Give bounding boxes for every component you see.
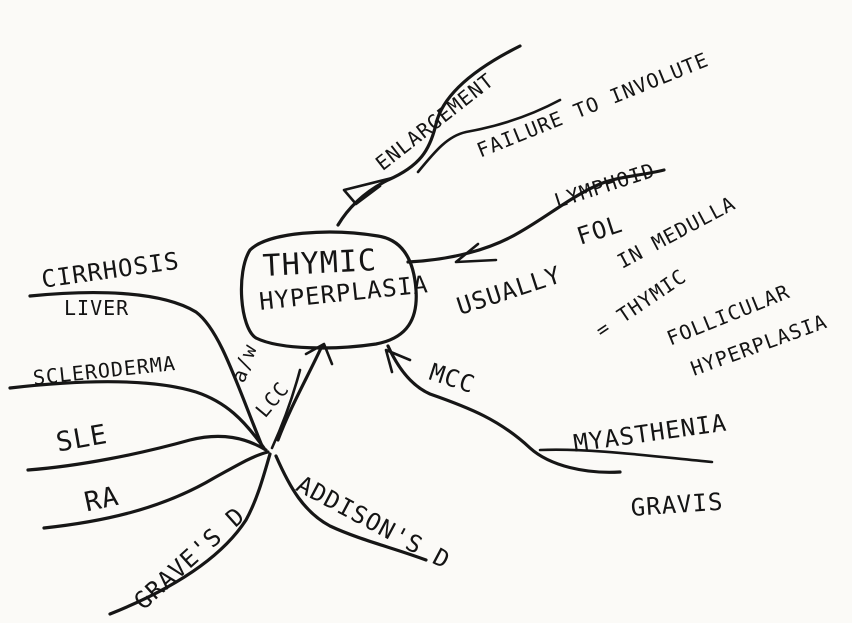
mcc-arrowhead	[384, 348, 412, 374]
association-trunk	[276, 344, 324, 442]
association-trunk-2	[270, 368, 302, 450]
scleroderma-branch	[8, 380, 266, 450]
mcc-branch	[386, 344, 622, 474]
enlargement-arrowhead	[342, 176, 394, 206]
graves-branch	[108, 452, 272, 616]
central-node-outline	[239, 230, 418, 350]
cirrhosis-branch	[28, 290, 264, 448]
gravis-label: GRAVIS	[629, 487, 725, 522]
association-arrowhead	[304, 342, 334, 366]
enlargement-branch	[336, 44, 522, 227]
usually-arrowhead	[454, 242, 498, 264]
sle-branch	[26, 434, 268, 472]
usually-branch	[406, 168, 666, 264]
myasthenia-underline	[538, 448, 714, 464]
failure-branch	[416, 98, 562, 174]
ra-label: RA	[81, 480, 122, 519]
liver-label: LIVER	[64, 296, 130, 320]
addisons-branch	[274, 454, 428, 562]
ra-branch	[42, 450, 270, 530]
